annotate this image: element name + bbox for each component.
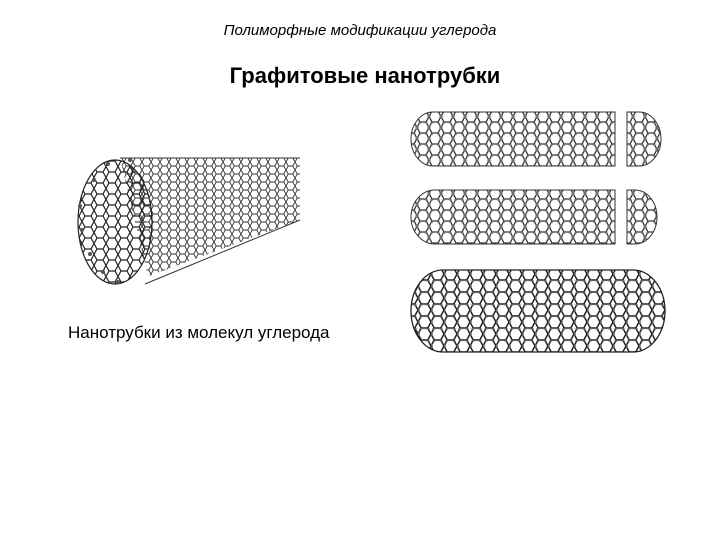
nanotube-side-view-illustration — [77, 157, 301, 285]
slide-subtitle: Полиморфные модификации углерода — [223, 22, 497, 39]
capped-nanotubes-illustration — [410, 111, 666, 353]
image-caption: Нанотрубки из молекул углерода — [68, 323, 330, 342]
slide-title: Графитовые нанотрубки — [229, 63, 501, 88]
